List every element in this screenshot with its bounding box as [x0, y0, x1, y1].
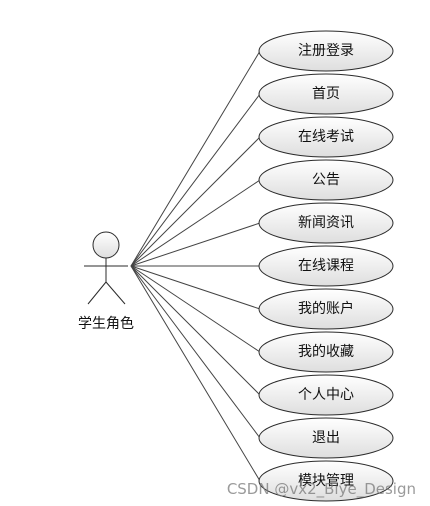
- use-case-label: 模块管理: [298, 473, 354, 489]
- use-case-label: 首页: [312, 86, 340, 102]
- use-case: 新闻资讯: [258, 202, 394, 244]
- association-line: [130, 136, 261, 267]
- actor-left-leg: [87, 281, 107, 305]
- association-line: [130, 265, 261, 482]
- use-case-label: 在线课程: [298, 258, 354, 274]
- use-case: 在线考试: [258, 116, 394, 158]
- actor-head: [92, 231, 120, 259]
- association-line: [130, 265, 261, 353]
- use-case-ellipse: [258, 245, 394, 287]
- use-case-ellipse: [258, 331, 394, 373]
- use-case-label: 公告: [312, 172, 340, 188]
- actor-right-leg: [105, 281, 126, 305]
- use-case-label: 退出: [312, 430, 340, 446]
- use-case: 模块管理: [258, 460, 394, 502]
- use-case-ellipse: [258, 202, 394, 244]
- use-case: 个人中心: [258, 374, 394, 416]
- use-case-ellipse: [258, 159, 394, 201]
- association-line: [130, 265, 261, 396]
- use-case: 首页: [258, 73, 394, 115]
- use-case: 注册登录: [258, 30, 394, 72]
- use-case-ellipse: [258, 460, 394, 502]
- association-line: [130, 222, 261, 267]
- association-line: [130, 265, 261, 439]
- use-case-label: 个人中心: [298, 387, 354, 403]
- use-case: 我的收藏: [258, 331, 394, 373]
- use-case: 在线课程: [258, 245, 394, 287]
- association-lines: [130, 50, 261, 482]
- use-case: 我的账户: [258, 288, 394, 330]
- use-case: 退出: [258, 417, 394, 459]
- use-case-label: 注册登录: [298, 43, 354, 59]
- association-line: [130, 93, 261, 267]
- watermark: CSDN @vx2_Biye_Design: [226, 480, 416, 498]
- use-case-ellipse: [258, 73, 394, 115]
- use-case-ellipse: [258, 417, 394, 459]
- association-line: [130, 265, 261, 310]
- actor-label: 学生角色: [78, 315, 134, 332]
- use-case-label: 我的收藏: [298, 344, 354, 360]
- use-case-ellipse: [258, 30, 394, 72]
- association-line: [130, 50, 261, 267]
- use-case-label: 我的账户: [298, 300, 354, 317]
- use-case-ellipse: [258, 374, 394, 416]
- actor-figure: 学生角色: [78, 231, 134, 332]
- association-line: [130, 179, 261, 267]
- use-case-label: 新闻资讯: [298, 215, 354, 231]
- use-case-ellipse: [258, 288, 394, 330]
- use-case-ellipse: [258, 116, 394, 158]
- use-case-label: 在线考试: [298, 129, 354, 145]
- use-case: 公告: [258, 159, 394, 201]
